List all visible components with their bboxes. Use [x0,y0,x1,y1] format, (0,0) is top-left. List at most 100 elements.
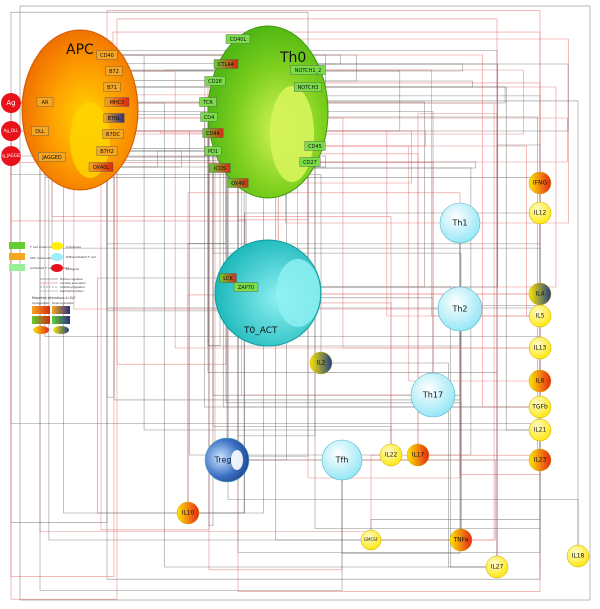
th0-molecule-ctla4[interactable]: CTLA4 [213,59,239,69]
legend-swatch-activated [9,264,25,271]
apc-molecule-cd40[interactable]: CD40 [96,50,118,60]
cytokine-circle [309,351,333,375]
cytokine-il5[interactable]: IL5 [528,304,552,328]
th0-molecule-notch12[interactable]: NOTCH1_2 [290,65,326,75]
interaction-edge [106,71,115,398]
apc-molecule-b71[interactable]: B71 [103,82,121,92]
cytokine-il6[interactable]: IL6 [528,369,552,393]
apc-molecule-ox40l[interactable]: OX40L [88,162,114,172]
apc-molecule-dll[interactable]: DLL [31,126,49,136]
legend-swatch-cytokine [51,242,63,250]
th0-molecule-pd1[interactable]: PD1 [204,146,222,156]
cytokine-gmcsf[interactable]: GMCSF [360,529,382,551]
th0-molecule-cd44[interactable]: CD44 [202,128,224,138]
legend-swatch-apc [9,253,25,260]
interaction-edge [459,213,541,475]
cytokine-circle [176,501,200,525]
apc-cell[interactable]: APC [21,29,139,191]
legend-diff-cell-label: Differentiated T cell [66,255,96,259]
antigen-ag-dll[interactable]: Ag_DLL [1,121,21,141]
cell-circle [204,437,250,483]
apc-molecule-b72[interactable]: B72 [105,66,123,76]
cytokine-label: IFNG [533,180,548,187]
th0-molecule-tcr[interactable]: TCR [199,97,217,107]
th0-molecule-ox40[interactable]: OX40 [227,178,249,188]
th0-molecule-cd40l[interactable]: CD40L [225,34,251,44]
cytokine-il4[interactable]: IL4 [528,282,552,306]
cytokine-il23[interactable]: IL23 [528,448,552,472]
cytokine-circle [528,418,552,442]
cytokine-tnfa[interactable]: TNFa [449,528,473,552]
cytokine-label: IL5 [536,313,545,320]
cytokine-il21[interactable]: IL21 [528,418,552,442]
apc-molecule-b7dc[interactable]: B7DC [102,129,124,139]
cytokine-label: IL2 [317,360,326,367]
cytokine-il22[interactable]: IL22 [379,443,403,467]
apc-molecule-label: B72 [109,69,119,75]
cytokine-il13[interactable]: IL13 [528,336,552,360]
cell-treg[interactable]: Treg [204,437,250,483]
th0-molecule-cd45[interactable]: CD45 [304,141,326,151]
legend-complex-label: Complex association [60,281,86,285]
cytokine-il2[interactable]: IL2 [309,351,333,375]
th0-molecule-cd4[interactable]: CD4 [200,112,218,122]
cytokine-circle [528,369,552,393]
th0-molecule-label: CD45 [308,144,322,150]
antigen-ag[interactable]: Ag [1,93,21,113]
apc-molecule-jagged[interactable]: JAGGED [38,152,67,162]
apc-label: APC [66,42,94,58]
cytokine-label: IL18 [572,553,585,560]
th0-molecule-notch3[interactable]: NOTCH3 [294,82,323,92]
apc-molecule-label: DLL [35,129,45,135]
cytokine-label: IL12 [534,210,547,217]
legend-swatch-t-cell [9,242,25,249]
antigen-ag-jagged[interactable]: Ag_JAGGED [0,146,22,166]
apc-molecule-b7h2[interactable]: B7H2 [96,146,118,156]
cytokine-il18[interactable]: IL18 [566,544,590,568]
apc-molecule-label: B7H2 [100,149,114,155]
apc-molecule-btn[interactable]: BTNL [103,113,125,123]
interaction-edge [39,131,372,540]
interaction-edge [101,150,213,168]
interaction-edge [114,70,540,349]
t0act-molecule-zap70[interactable]: ZAP70 [233,282,259,292]
cytokine-label: GMCSF [364,537,379,542]
cytokine-circle [528,304,552,328]
t0act-molecule-lck[interactable]: LCK [219,273,237,283]
apc-molecule-ar[interactable]: AR [36,97,54,107]
cytokine-il10[interactable]: IL10 [176,501,200,525]
interaction-edge [220,161,477,169]
th0-molecule-label: PD1 [208,149,218,155]
antigen-circle [1,93,21,113]
cell-th2[interactable]: Th2 [437,286,483,332]
th0-molecule-box [304,141,326,151]
apc-molecule-label: JAGGED [41,155,62,161]
apc-molecule-mhcii[interactable]: MHCII [104,97,130,107]
interaction-edge [208,117,214,526]
antigen-circle [1,146,21,166]
cytokine-il12[interactable]: IL12 [528,201,552,225]
th0-molecule-cd28[interactable]: CD28 [204,76,226,86]
cell-tfh[interactable]: Tfh [321,439,363,481]
apc-molecule-box [88,162,114,172]
th0-molecule-cd27[interactable]: CD27 [299,157,321,167]
antigen-label: Ag_DLL [4,128,20,133]
cell-circle [321,439,363,481]
cytokine-il27[interactable]: IL27 [485,555,509,579]
cytokine-label: IL10 [182,510,195,517]
cytokine-tgfb[interactable]: TGFb [528,395,552,419]
apc-molecule-label: AR [42,100,49,106]
cytokine-circle [528,448,552,472]
th0-molecule-label: CD28 [208,79,222,85]
cytokine-circle [528,336,552,360]
cytokine-ifng[interactable]: IFNG [528,171,552,195]
th0-molecule-icos[interactable]: ICOS [209,163,231,173]
cytokine-il17[interactable]: IL17 [406,443,430,467]
cytokine-label: IL22 [385,452,398,459]
cell-th1[interactable]: Th1 [439,202,481,244]
legend-apc-label: APC molecules [30,256,53,260]
legend-down-label: Downregulation [52,301,74,305]
cell-th17[interactable]: Th17 [410,372,456,418]
t0act-cell[interactable]: T0_ACT [214,239,322,347]
